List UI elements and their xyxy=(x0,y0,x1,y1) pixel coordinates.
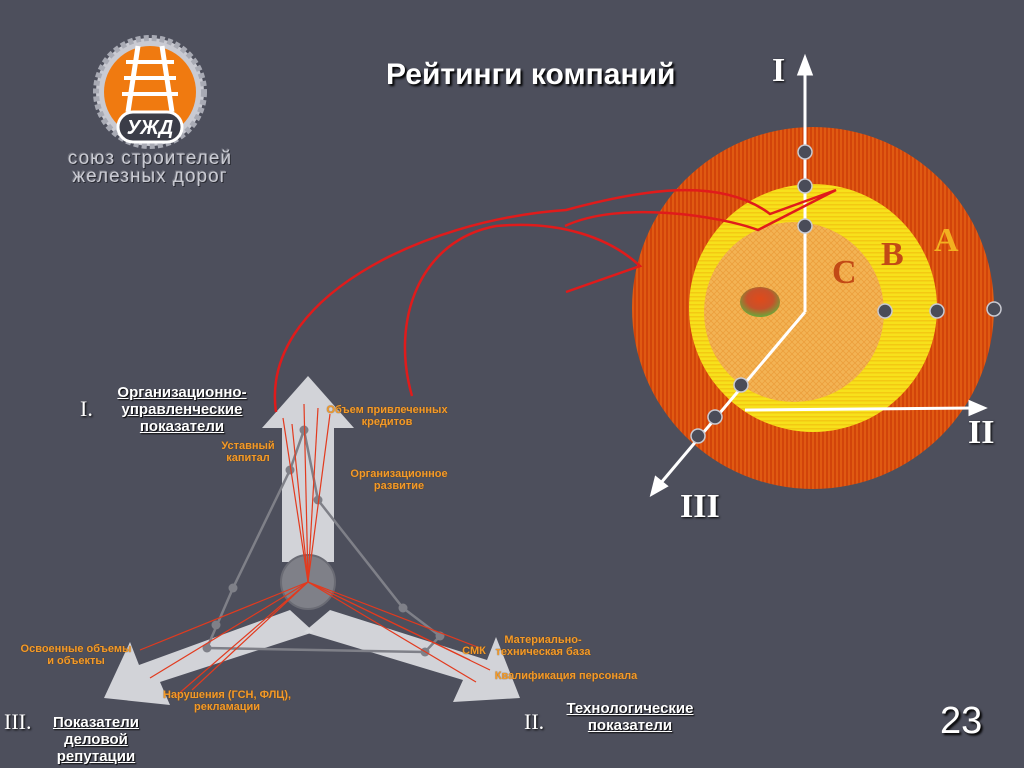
arrow-group-2 xyxy=(304,610,520,702)
group-2-title-line: показатели xyxy=(587,717,673,734)
axis-iii-arrow xyxy=(649,475,669,498)
ring-label-c: C xyxy=(832,254,857,291)
rating-rings xyxy=(632,127,994,489)
item-material: Материально- техническая база xyxy=(466,634,620,658)
axis-ii-line xyxy=(744,406,976,412)
item-capital: Уставный капитал xyxy=(212,440,284,464)
item-credits: Объем привлеченных кредитов xyxy=(312,404,462,428)
item-staff: Квалификация персонала xyxy=(494,670,638,682)
logo-emblem xyxy=(93,35,207,149)
logo-emblem-text: УЖД xyxy=(126,117,174,139)
org-name-line-1: союз строителей xyxy=(67,148,233,169)
group-3-title-line: Показатели xyxy=(52,714,139,731)
item-violations-line: Нарушения (ГСН, ФЛЦ), xyxy=(162,689,292,701)
group-3-numeral: III. xyxy=(4,709,32,734)
group-3-title-line: репутации xyxy=(56,748,136,765)
item-violations-line: рекламации xyxy=(194,701,260,713)
group-2-numeral: II. xyxy=(524,709,545,734)
item-volumes: Освоенные объемы и объекты xyxy=(8,643,144,667)
indicator-diagram xyxy=(104,376,520,705)
item-material-line: техническая база xyxy=(495,646,591,658)
item-violations: Нарушения (ГСН, ФЛЦ), рекламации xyxy=(146,689,308,713)
group-1-numeral: I. xyxy=(80,396,93,421)
axis-ii-arrow xyxy=(968,399,988,417)
axis-points xyxy=(690,144,1002,444)
group-1-title-line: Организационно- xyxy=(117,384,247,401)
item-smk: СМК xyxy=(462,645,486,657)
item-volumes-line: Освоенные объемы xyxy=(20,643,132,655)
group-3-title-line: деловой xyxy=(64,731,128,748)
item-volumes-line: и объекты xyxy=(47,655,105,667)
axis-i-arrow xyxy=(796,53,814,76)
item-org-dev-line: развитие xyxy=(373,480,425,492)
item-credits-line: Объем привлеченных xyxy=(326,404,448,416)
item-org-dev: Организационное развитие xyxy=(336,468,462,492)
item-material-line: Материально- xyxy=(504,634,582,646)
axis-label-iii: III xyxy=(680,488,720,525)
connector-lower xyxy=(403,223,643,397)
connector-arrows xyxy=(273,188,837,413)
group-1-title-line: управленческие xyxy=(121,401,243,418)
ring-label-b: B xyxy=(881,236,904,273)
arrow-group-3 xyxy=(104,610,314,705)
org-name-line-2: железных дорог xyxy=(72,166,228,187)
axis-label-ii: II xyxy=(968,414,995,451)
slide-title: Рейтинги компаний xyxy=(386,58,676,91)
item-capital-line: капитал xyxy=(226,452,270,464)
item-credits-line: кредитов xyxy=(361,416,413,428)
group-2-title-line: Технологические xyxy=(566,700,694,717)
company-marker xyxy=(740,287,780,317)
group-3-title: Показатели деловой репутации xyxy=(44,714,148,765)
ring-c xyxy=(704,222,884,402)
page-number: 23 xyxy=(940,700,983,742)
group-1-title-line: показатели xyxy=(139,418,225,435)
group-2-title: Технологические показатели xyxy=(552,700,708,734)
item-org-dev-line: Организационное xyxy=(350,468,448,480)
group-1-title: Организационно- управленческие показател… xyxy=(103,384,261,435)
connector-upper xyxy=(273,188,837,413)
axis-iii-line xyxy=(658,311,807,485)
item-capital-line: Уставный xyxy=(221,440,275,452)
ring-label-a: A xyxy=(934,222,959,259)
axis-label-i: I xyxy=(772,52,786,89)
